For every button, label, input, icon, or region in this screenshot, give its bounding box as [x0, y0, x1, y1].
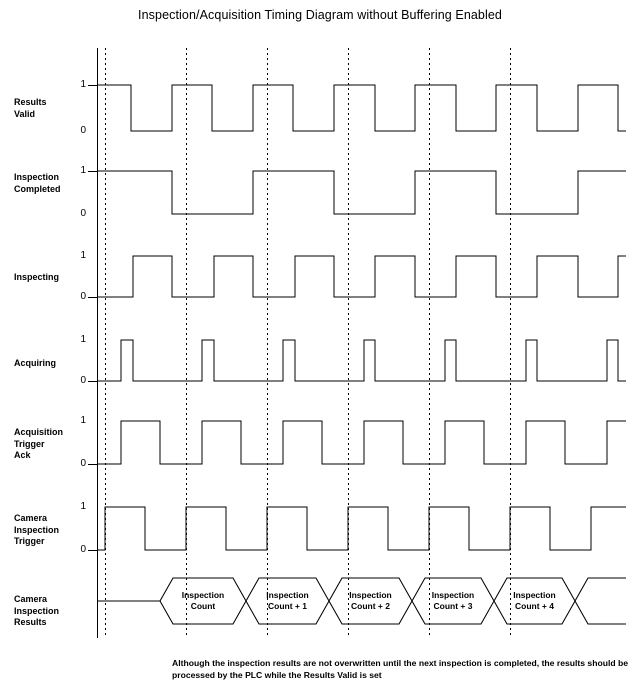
- axis-low-camera-inspection-trigger: 0: [80, 544, 86, 555]
- page-title: Inspection/Acquisition Timing Diagram wi…: [138, 8, 502, 22]
- waveform-acquiring: [97, 339, 626, 382]
- waveform-camera-inspection-trigger: [97, 506, 626, 551]
- signal-label-camera-inspection-trigger: Camera Inspection Trigger: [14, 513, 60, 546]
- signal-label-inspection-completed: Inspection Completed: [14, 172, 61, 194]
- footnote-text: Although the inspection results are not …: [172, 658, 629, 680]
- axis-low-inspecting: 0: [80, 291, 86, 302]
- signal-label-acquisition-trigger-ack: Acquisition Trigger Ack: [14, 427, 63, 460]
- waveform-acquisition-trigger-ack: [97, 420, 626, 465]
- signal-label-results-valid: Results Valid: [14, 97, 47, 119]
- results-tail-upper: [574, 577, 626, 602]
- axis-high-inspecting: 1: [80, 250, 86, 261]
- results-cell-0: [159, 577, 247, 625]
- signal-label-acquiring: Acquiring: [14, 358, 56, 368]
- axis-low-results-valid: 0: [80, 125, 86, 136]
- axis-high-results-valid: 1: [80, 79, 86, 90]
- axis-high-acquisition-trigger-ack: 1: [80, 415, 86, 426]
- waveform-inspection-completed: [97, 170, 626, 215]
- axis-low-inspection-completed: 0: [80, 208, 86, 219]
- axis-high-inspection-completed: 1: [80, 165, 86, 176]
- results-tail-lower: [574, 600, 626, 625]
- signal-label-inspecting: Inspecting: [14, 272, 60, 282]
- results-cell-4: [493, 577, 576, 625]
- axis-low-acquisition-trigger-ack: 0: [80, 458, 86, 469]
- waveform-results-valid: [97, 84, 626, 132]
- waveform-inspecting: [97, 255, 626, 298]
- results-cell-1: [245, 577, 330, 625]
- axis-high-acquiring: 1: [80, 334, 86, 345]
- axis-low-acquiring: 0: [80, 375, 86, 386]
- results-cell-2: [328, 577, 413, 625]
- signal-label-camera-inspection-results: Camera Inspection Results: [14, 594, 60, 627]
- axis-high-camera-inspection-trigger: 1: [80, 501, 86, 512]
- results-cell-3: [411, 577, 495, 625]
